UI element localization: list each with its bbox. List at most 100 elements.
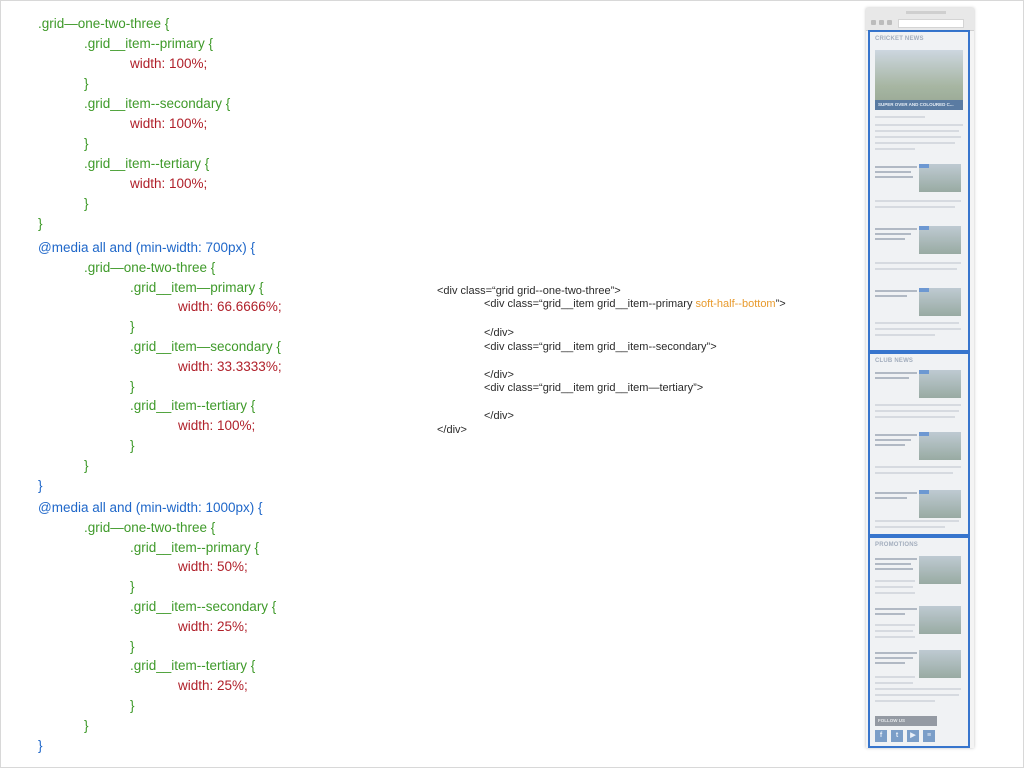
browser-toolbar bbox=[866, 8, 974, 31]
text-line bbox=[875, 586, 913, 588]
grid-item-secondary: CLUB NEWS bbox=[868, 352, 970, 536]
text-line bbox=[875, 322, 959, 324]
css-code-line: } bbox=[130, 319, 135, 335]
promo-thumbnail bbox=[919, 606, 961, 634]
text-line bbox=[875, 148, 915, 150]
html-line-2-text: <div class=“grid__item grid__item--prima… bbox=[484, 298, 696, 310]
thumb-tag bbox=[919, 370, 929, 374]
facebook-icon[interactable]: f bbox=[875, 730, 887, 742]
text-line bbox=[875, 580, 915, 582]
story-thumbnail bbox=[919, 288, 961, 316]
text-line bbox=[875, 404, 961, 406]
css-code-line: .grid__item--secondary { bbox=[84, 96, 231, 111]
text-line bbox=[875, 630, 913, 632]
text-line bbox=[875, 334, 935, 336]
css-code-line: } bbox=[38, 216, 43, 231]
story-title bbox=[875, 568, 913, 570]
grid-item-tertiary: PROMOTIONS FOLLOW US f t ▶ ≡ bbox=[868, 536, 970, 748]
text-line bbox=[875, 416, 955, 418]
css-code-line: } bbox=[130, 438, 135, 453]
css-code-line: .grid—one-two-three { bbox=[84, 519, 216, 535]
youtube-icon[interactable]: ▶ bbox=[907, 730, 919, 742]
story-title bbox=[875, 171, 911, 173]
text-line bbox=[875, 472, 953, 474]
story-title bbox=[875, 176, 913, 178]
meta-line bbox=[875, 116, 925, 118]
text-line bbox=[875, 200, 961, 202]
story-thumbnail bbox=[919, 370, 961, 398]
text-line bbox=[875, 142, 955, 144]
story-title bbox=[875, 444, 905, 446]
css-code-line: } bbox=[84, 717, 89, 733]
css-code-line: .grid__item--primary { bbox=[130, 539, 260, 555]
text-line bbox=[875, 262, 961, 264]
story-title bbox=[875, 608, 917, 610]
css-code-line: } bbox=[130, 579, 135, 595]
text-line bbox=[875, 520, 959, 522]
css-code-line: } bbox=[130, 378, 135, 394]
section-title-promotions: PROMOTIONS bbox=[875, 542, 919, 548]
text-line bbox=[875, 130, 959, 132]
css-code-line: width: 50%; bbox=[178, 559, 248, 575]
story-thumbnail bbox=[919, 490, 961, 518]
css-code-line: .grid__item—primary { bbox=[130, 279, 264, 295]
css-code-line: } bbox=[38, 737, 43, 753]
story-thumbnail bbox=[919, 226, 961, 254]
text-line bbox=[875, 676, 915, 678]
css-code-line: width: 66.6666%; bbox=[178, 299, 282, 315]
story-title bbox=[875, 238, 905, 240]
css-code-line: width: 100%; bbox=[130, 56, 208, 71]
text-line bbox=[875, 124, 963, 126]
back-icon bbox=[871, 20, 876, 25]
css-code-line: .grid__item—secondary { bbox=[130, 339, 281, 354]
css-code-line: .grid__item--tertiary { bbox=[130, 658, 256, 674]
forward-icon bbox=[879, 20, 884, 25]
css-code-line: .grid__item--secondary { bbox=[130, 599, 277, 614]
text-line bbox=[875, 624, 915, 626]
css-code-line: .grid__item--primary { bbox=[84, 36, 214, 51]
story-title bbox=[875, 497, 907, 499]
website-mockup: CRICKET NEWS SUPER OVER AND COLOURED C..… bbox=[866, 8, 974, 748]
html-line-5: </div> bbox=[484, 369, 514, 381]
grid-item-primary: CRICKET NEWS SUPER OVER AND COLOURED C..… bbox=[868, 30, 970, 352]
text-line bbox=[875, 328, 961, 330]
story-title bbox=[875, 228, 917, 230]
promo-thumbnail bbox=[919, 556, 961, 584]
story-title bbox=[875, 290, 917, 292]
thumb-tag bbox=[919, 226, 929, 230]
html-line-7: </div> bbox=[484, 410, 514, 422]
css-code-line: } bbox=[84, 76, 89, 91]
css-code-line: width: 100%; bbox=[130, 176, 208, 191]
text-line bbox=[875, 268, 957, 270]
story-title bbox=[875, 377, 909, 379]
rss-icon[interactable]: ≡ bbox=[923, 730, 935, 742]
css-code-line: .grid—one-two-three { bbox=[84, 259, 216, 275]
html-line-4: <div class=“grid__item grid__item--secon… bbox=[484, 341, 717, 353]
html-line-2-end: ”> bbox=[775, 298, 786, 310]
html-line-6: <div class=“grid__item grid__item—tertia… bbox=[484, 382, 704, 394]
hero-caption: SUPER OVER AND COLOURED C... bbox=[875, 100, 963, 110]
reload-icon bbox=[887, 20, 892, 25]
text-line bbox=[875, 688, 961, 690]
story-title bbox=[875, 652, 917, 654]
story-title bbox=[875, 563, 911, 565]
css-code-line: } bbox=[130, 638, 135, 654]
text-line bbox=[875, 700, 935, 702]
css-code-line: width: 33.3333%; bbox=[178, 358, 282, 374]
css-code-line: } bbox=[84, 457, 89, 473]
address-bar bbox=[898, 19, 964, 28]
follow-us-label: FOLLOW US bbox=[875, 716, 937, 726]
story-title bbox=[875, 492, 917, 494]
twitter-icon[interactable]: t bbox=[891, 730, 903, 742]
story-title bbox=[875, 613, 905, 615]
css-code-line: .grid—one-two-three { bbox=[38, 16, 170, 31]
css-code-line: .grid__item--tertiary { bbox=[130, 398, 256, 414]
story-title bbox=[875, 295, 907, 297]
html-highlight-class: soft-half--bottom bbox=[695, 298, 776, 310]
css-code-line: .grid__item--tertiary { bbox=[84, 156, 210, 171]
story-title bbox=[875, 657, 913, 659]
css-code-line: @media all and (min-width: 700px) { bbox=[38, 240, 256, 255]
text-line bbox=[875, 136, 961, 138]
story-title bbox=[875, 662, 905, 664]
thumb-tag bbox=[919, 432, 929, 436]
